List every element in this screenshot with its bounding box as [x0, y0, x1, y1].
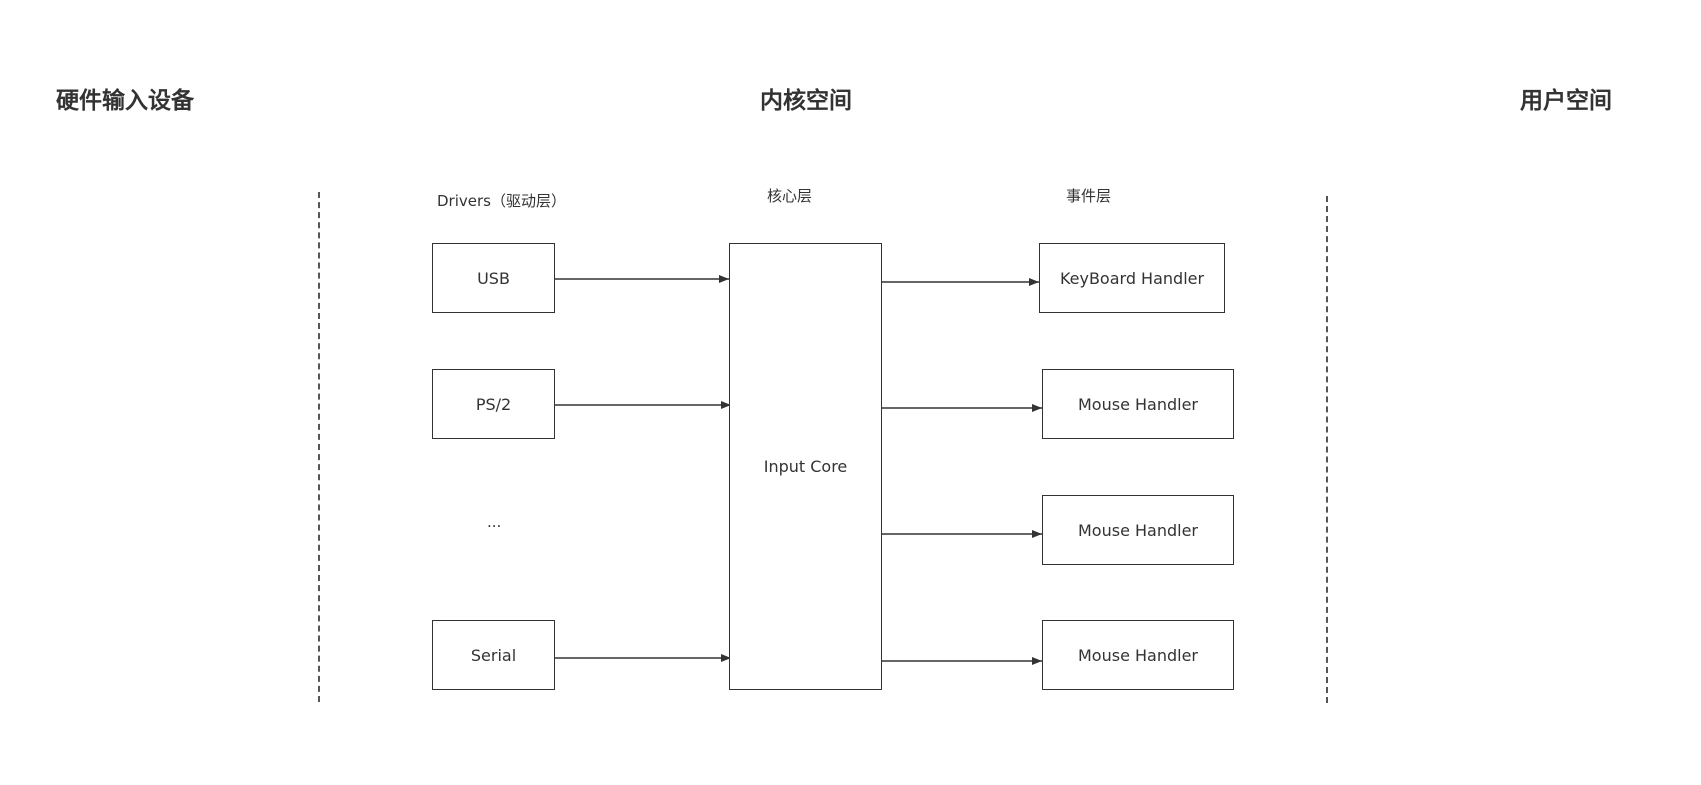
serial-driver-label: Serial — [470, 645, 517, 665]
serial-driver-box: Serial — [432, 620, 555, 690]
kernel-section-title: 内核空间 — [760, 88, 852, 114]
mouse-handler-label-1: Mouse Handler — [1078, 394, 1198, 414]
core-layer-label: 核心层 — [767, 187, 813, 205]
input-core-box: Input Core — [729, 243, 882, 690]
hardware-section-title: 硬件输入设备 — [56, 88, 194, 114]
mouse-handler-box-3: Mouse Handler — [1042, 620, 1234, 690]
mouse-handler-label-3: Mouse Handler — [1078, 645, 1198, 665]
mouse-handler-box-2: Mouse Handler — [1042, 495, 1234, 565]
keyboard-handler-box: KeyBoard Handler — [1039, 243, 1225, 313]
hardware-kernel-divider — [318, 192, 320, 702]
keyboard-handler-label: KeyBoard Handler — [1059, 268, 1205, 288]
user-section-title: 用户空间 — [1520, 88, 1612, 114]
ps2-driver-box: PS/2 — [432, 369, 555, 439]
usb-driver-box: USB — [432, 243, 555, 313]
event-layer-label: 事件层 — [1066, 187, 1112, 205]
usb-driver-label: USB — [477, 268, 510, 288]
mouse-handler-box-1: Mouse Handler — [1042, 369, 1234, 439]
input-core-label: Input Core — [763, 457, 848, 476]
mouse-handler-label-2: Mouse Handler — [1078, 520, 1198, 540]
more-drivers-ellipsis: ... — [487, 513, 502, 531]
kernel-user-divider — [1326, 196, 1328, 703]
ps2-driver-label: PS/2 — [475, 394, 512, 414]
drivers-layer-label: Drivers（驱动层） — [437, 192, 566, 210]
